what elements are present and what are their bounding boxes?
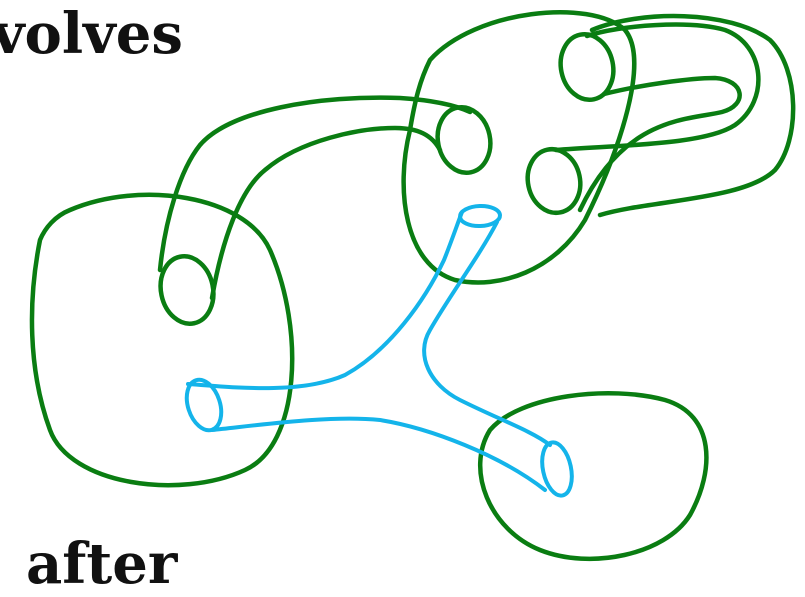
blue-tube-right-edge [424, 222, 550, 445]
region-group [32, 12, 793, 559]
green-tube-group [154, 25, 758, 329]
green-tube-left-outer [160, 98, 470, 270]
blue-tube-left-bottom-edge [212, 419, 545, 490]
blue-tube-group [181, 205, 577, 498]
region-left [32, 195, 292, 485]
green-tube-loop-outer [556, 25, 758, 150]
blue-tube-left-top-edge [188, 212, 462, 388]
region-bottom-right [480, 393, 706, 559]
green-tube-mid-end [432, 102, 497, 177]
cobordism-diagram [0, 0, 805, 564]
green-tube-lower-end [522, 144, 586, 217]
green-tube-left-end [154, 251, 219, 328]
